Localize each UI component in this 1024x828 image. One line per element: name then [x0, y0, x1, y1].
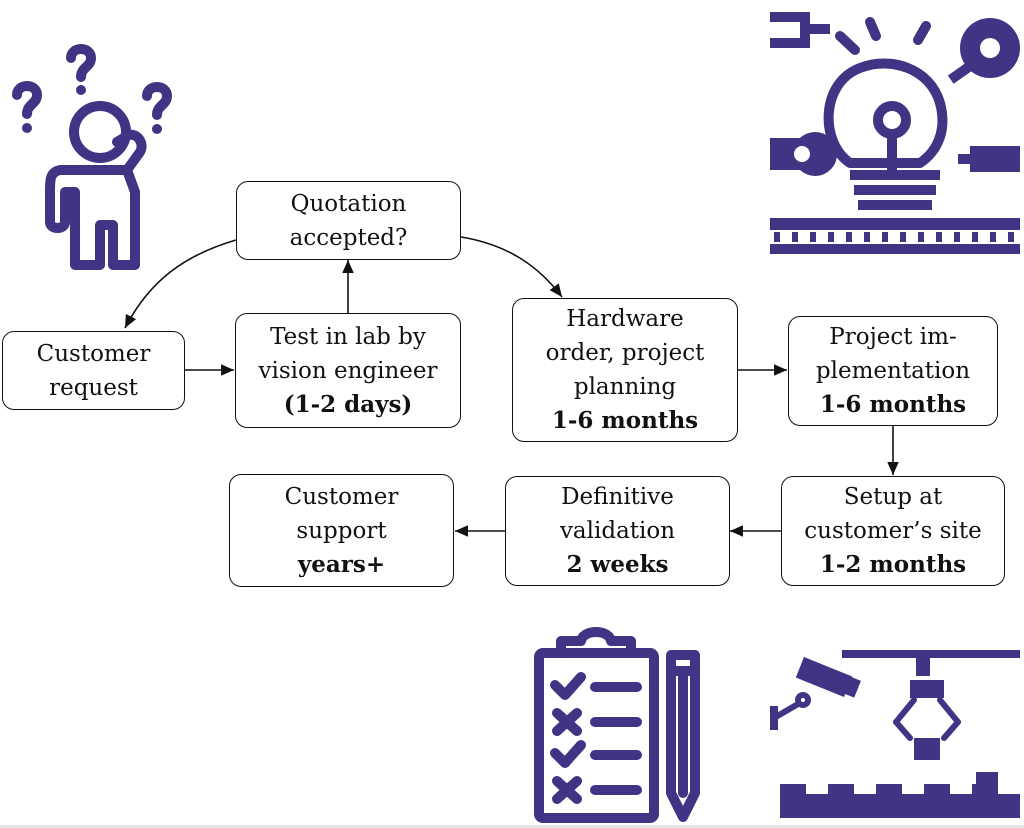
node-line: accepted?	[289, 224, 408, 251]
node-line: vision engineer	[258, 357, 438, 384]
node-line: Test in lab by	[270, 323, 426, 350]
node-hardware-order: Hardware order, project planning 1-6 mon…	[512, 298, 738, 442]
checklist-pencil-icon	[534, 627, 700, 823]
node-line: Hardware	[566, 306, 684, 332]
node-line: customer’s site	[804, 518, 982, 544]
node-line: validation	[559, 518, 676, 544]
node-line: order, project	[545, 340, 705, 366]
node-line: Setup at	[843, 484, 943, 510]
edge-quotation-to-request	[124, 239, 237, 329]
edge-quotation-to-hardware	[460, 236, 563, 298]
lightbulb-robot-arms-icon	[770, 12, 1020, 254]
factory-automation-icon	[770, 650, 1020, 818]
node-customer-request: Customer request	[2, 331, 185, 410]
node-duration: 1-6 months	[819, 391, 967, 418]
node-test-in-lab: Test in lab by vision engineer (1-2 days…	[235, 313, 461, 428]
bottom-divider	[0, 825, 1024, 828]
node-quotation: Quotation accepted?	[236, 181, 461, 260]
node-line: Customer	[284, 483, 399, 510]
node-line: plementation	[815, 358, 971, 384]
node-line: Customer	[36, 340, 151, 367]
node-line: Definitive	[561, 484, 674, 510]
node-project-implementation: Project im- plementation 1-6 months	[788, 316, 998, 426]
node-line: Quotation	[290, 190, 407, 217]
confused-person-icon	[12, 44, 172, 270]
node-setup-at-site: Setup at customer’s site 1-2 months	[781, 476, 1005, 586]
node-duration: 1-2 months	[819, 551, 967, 578]
node-definitive-validation: Definitive validation 2 weeks	[505, 476, 730, 586]
node-line: Project im-	[829, 324, 957, 350]
node-duration: (1-2 days)	[283, 390, 413, 418]
node-line: support	[296, 517, 387, 544]
node-duration: 1-6 months	[551, 407, 699, 434]
node-line: planning	[573, 374, 677, 400]
node-line: request	[49, 374, 138, 401]
node-customer-support: Customer support years+	[229, 474, 454, 587]
node-duration: years+	[297, 550, 386, 578]
node-duration: 2 weeks	[566, 551, 669, 578]
